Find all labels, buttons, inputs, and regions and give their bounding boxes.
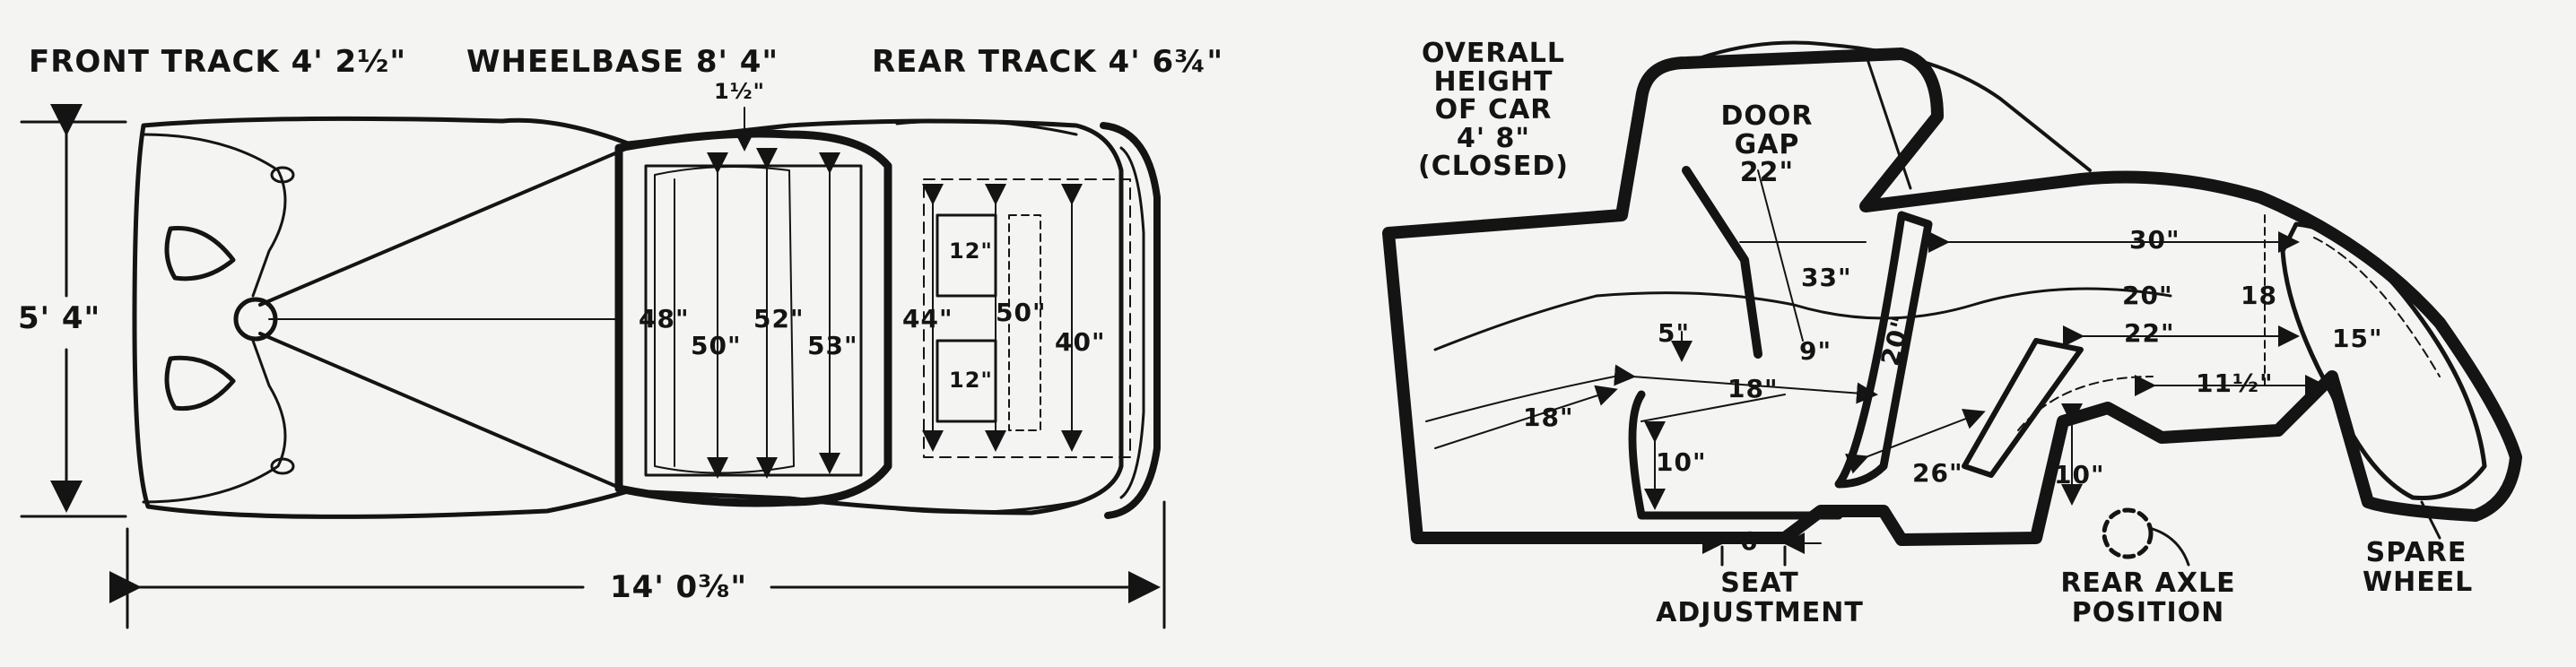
overall-height-line-1: OVERALL: [1422, 38, 1565, 69]
rear-track-label: REAR TRACK 4' 6¾": [872, 44, 1224, 80]
dim-40: 40": [1055, 327, 1106, 357]
dim-44: 44": [902, 304, 953, 334]
dim-10b: 10": [2054, 460, 2105, 489]
dim-18c: 18": [1523, 403, 1574, 432]
dim-6: 6": [1740, 526, 1773, 556]
overall-width-label: 5' 4": [18, 300, 101, 336]
spare-wheel-label: SPARE WHEEL: [2363, 537, 2474, 598]
overall-length-label: 14' 0⅜": [610, 569, 748, 605]
dim-26: 26": [1912, 458, 1963, 488]
door-gap-line-3: 22": [1739, 157, 1795, 188]
spare-wheel-line-2: WHEEL: [2363, 567, 2474, 598]
rear-axle-line-1: REAR AXLE: [2060, 567, 2236, 599]
dim-50b: 50": [996, 298, 1047, 327]
dim-15: 15": [2332, 324, 2383, 353]
overall-height-line-4: 4' 8": [1456, 122, 1530, 154]
dim-11-half: 11½": [2196, 368, 2274, 398]
wheelbase-label: WHEELBASE 8' 4": [466, 44, 779, 80]
door-gap-line-2: GAP: [1734, 128, 1800, 160]
dim-20a: 20": [2122, 281, 2173, 310]
side-view-car: [1382, 40, 2522, 567]
dim-22: 22": [2124, 318, 2175, 348]
dim-48: 48": [639, 304, 690, 334]
dim-53: 53": [807, 331, 858, 360]
door-gap-line-1: DOOR: [1720, 100, 1814, 132]
spare-wheel-line-1: SPARE: [2365, 537, 2467, 568]
dim-52: 52": [753, 304, 805, 334]
overall-height-line-3: OF CAR: [1434, 94, 1553, 126]
front-track-label: FRONT TRACK 4' 2½": [29, 44, 407, 80]
dim-18b: 18": [1727, 374, 1779, 403]
dim-1-half: 1½": [714, 79, 766, 104]
rear-axle-position-label: REAR AXLE POSITION: [2054, 568, 2242, 628]
plan-view-car: [20, 104, 1166, 629]
dim-33: 33": [1801, 263, 1852, 292]
dim-5: 5": [1658, 318, 1691, 348]
overall-height-label: OVERALL HEIGHT OF CAR 4' 8" (CLOSED): [1417, 39, 1570, 181]
dim-30: 30": [2129, 225, 2180, 255]
door-gap-label: DOOR GAP 22": [1713, 102, 1821, 187]
seat-adjustment-line-2: ADJUSTMENT: [1656, 597, 1864, 628]
overall-height-line-5: (CLOSED): [1418, 151, 1569, 182]
overall-height-line-2: HEIGHT: [1433, 65, 1553, 98]
seat-adjustment-label: SEAT ADJUSTMENT: [1652, 568, 1867, 628]
rear-axle-line-2: POSITION: [2071, 597, 2225, 628]
dim-12a: 12": [949, 238, 993, 264]
dim-10a: 10": [1656, 447, 1707, 477]
dim-12b: 12": [949, 368, 993, 393]
seat-adjustment-line-1: SEAT: [1720, 567, 1799, 599]
dim-18a: 18: [2241, 281, 2277, 310]
dim-50: 50": [691, 331, 742, 360]
dim-9: 9": [1799, 336, 1832, 366]
